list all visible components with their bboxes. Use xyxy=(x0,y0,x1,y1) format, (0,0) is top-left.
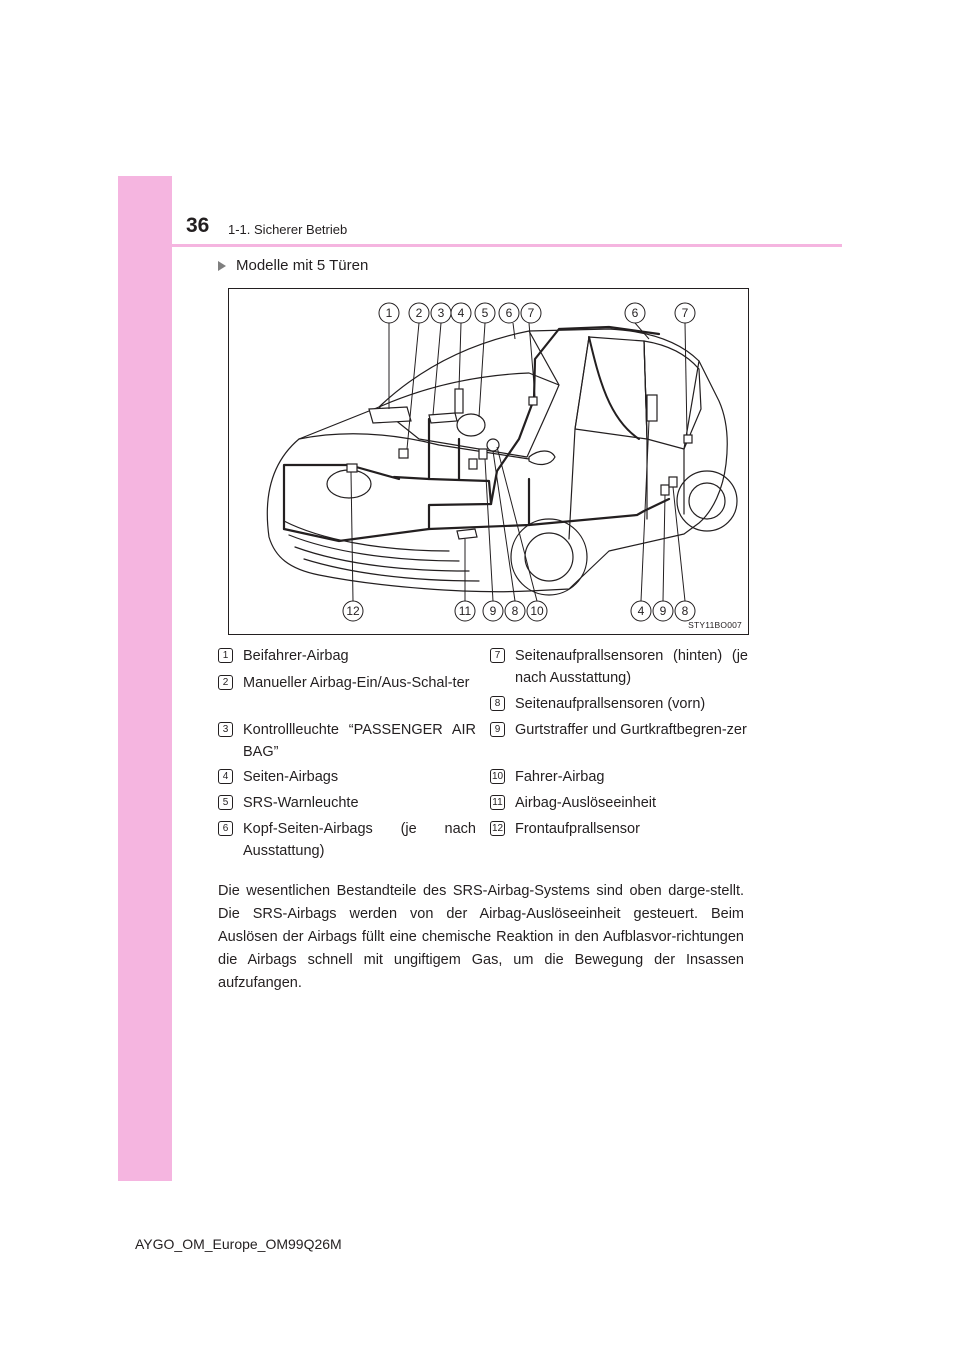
legend-item: 6 Kopf-Seiten-Airbags (je nach Ausstattu… xyxy=(218,818,476,862)
legend-number: 3 xyxy=(218,722,233,737)
indicator-part xyxy=(428,412,458,424)
subheading: Modelle mit 5 Türen xyxy=(218,257,368,274)
legend-number: 11 xyxy=(490,795,505,810)
legend-item: 9 Gurtstraffer und Gurtkraftbegren-zer xyxy=(490,719,748,741)
legend-number: 1 xyxy=(218,648,233,663)
legend-number: 4 xyxy=(218,769,233,784)
callout-top-7: 7 xyxy=(528,306,535,320)
figure-code: STY11BO007 xyxy=(688,620,742,630)
legend-label: Seitenaufprallsensoren (hinten) (je nach… xyxy=(515,648,748,686)
windshield-outline xyxy=(378,372,560,458)
hood-line xyxy=(298,433,530,460)
side-window xyxy=(574,336,648,440)
legend-item: 10 Fahrer-Airbag xyxy=(490,766,748,788)
callout-bottom-1: 12 xyxy=(346,604,360,618)
legend-number: 7 xyxy=(490,648,505,663)
rear-wheel xyxy=(676,470,738,532)
front-grille xyxy=(283,520,480,582)
front-wheel xyxy=(510,518,588,596)
legend-label: Kontrollleuchte “PASSENGER AIR BAG” xyxy=(243,722,476,760)
legend-label: Airbag-Auslöseeinheit xyxy=(515,795,657,811)
legend-number: 5 xyxy=(218,795,233,810)
header-rule xyxy=(172,244,842,247)
callout-top-9: 7 xyxy=(682,306,689,320)
legend-label: Seiten-Airbags xyxy=(243,769,339,785)
callout-bottom-2: 11 xyxy=(459,604,472,618)
legend-item: 3 Kontrollleuchte “PASSENGER AIR BAG” xyxy=(218,719,476,763)
steering-airbag-part xyxy=(456,413,486,437)
callout-top-5: 5 xyxy=(482,306,489,320)
legend-item: 7 Seitenaufprallsensoren (hinten) (je na… xyxy=(490,645,748,689)
callout-bottom-6: 4 xyxy=(638,604,645,618)
legend-label: Kopf-Seiten-Airbags (je nach Ausstattung… xyxy=(243,821,476,859)
legend-label: SRS-Warnleuchte xyxy=(243,795,359,811)
pillar-lines xyxy=(528,330,700,450)
legend-label: Gurtstraffer und Gurtkraftbegren-zer xyxy=(515,722,747,738)
section-title: 1-1. Sicherer Betrieb xyxy=(228,222,348,237)
legend-label: Seitenaufprallsensoren (vorn) xyxy=(515,696,706,712)
legend-number: 9 xyxy=(490,722,505,737)
callout-bottom-5: 10 xyxy=(530,604,544,618)
legend-number: 10 xyxy=(490,769,505,784)
airbag-switch-part xyxy=(398,448,409,459)
body-paragraph: Die wesentlichen Bestandteile des SRS-Ai… xyxy=(218,883,744,991)
triangle-bullet-icon xyxy=(218,260,226,271)
subheading-text: Modelle mit 5 Türen xyxy=(236,257,369,274)
car-illustration: 1 2 3 4 5 6 7 6 7 12 11 9 8 10 4 9 8 xyxy=(266,302,738,622)
legend-number: 12 xyxy=(490,821,505,836)
airbag-system-figure: 1 2 3 4 5 6 7 6 7 12 11 9 8 10 4 9 8 STY… xyxy=(228,288,749,635)
callout-top-3: 3 xyxy=(438,306,445,320)
callout-bottom-4: 8 xyxy=(512,604,519,618)
footer-code: AYGO_OM_Europe_OM99Q26M xyxy=(135,1236,342,1252)
side-airbag-part xyxy=(454,388,464,414)
legend-item: 4 Seiten-Airbags xyxy=(218,766,476,788)
callout-top-4: 4 xyxy=(458,306,465,320)
legend-item: 11 Airbag-Auslöseeinheit xyxy=(490,792,748,814)
chapter-tab-band xyxy=(118,176,172,1181)
legend-item: 5 SRS-Warnleuchte xyxy=(218,792,476,814)
side-mirror xyxy=(528,450,556,466)
legend-label: Manueller Airbag-Ein/Aus-Schal-ter xyxy=(243,675,470,691)
legend-number: 8 xyxy=(490,696,505,711)
legend-item: 8 Seitenaufprallsensoren (vorn) xyxy=(490,693,748,715)
legend-item: 2 Manueller Airbag-Ein/Aus-Schal-ter xyxy=(218,672,476,694)
callout-top-6: 6 xyxy=(506,306,513,320)
legend-label: Beifahrer-Airbag xyxy=(243,648,349,664)
page-number: 36 xyxy=(186,214,210,237)
callout-bottom-8: 8 xyxy=(682,604,689,618)
rear-window xyxy=(643,340,702,450)
legend-label: Frontaufprallsensor xyxy=(515,821,640,837)
headlight xyxy=(326,469,372,499)
legend-label: Fahrer-Airbag xyxy=(515,769,605,785)
callout-top-8: 6 xyxy=(632,306,639,320)
callout-top-1: 1 xyxy=(386,306,393,320)
ecu-part xyxy=(456,528,478,540)
legend-item: 12 Frontaufprallsensor xyxy=(490,818,748,840)
legend-item: 1 Beifahrer-Airbag xyxy=(218,645,476,667)
door-lines xyxy=(568,428,685,540)
callout-top-2: 2 xyxy=(416,306,423,320)
car-body-outline xyxy=(266,328,728,593)
legend-number: 2 xyxy=(218,675,233,690)
legend-number: 6 xyxy=(218,821,233,836)
callout-bottom-3: 9 xyxy=(490,604,497,618)
passenger-airbag-part xyxy=(368,406,412,424)
callout-bottom-7: 9 xyxy=(660,604,667,618)
